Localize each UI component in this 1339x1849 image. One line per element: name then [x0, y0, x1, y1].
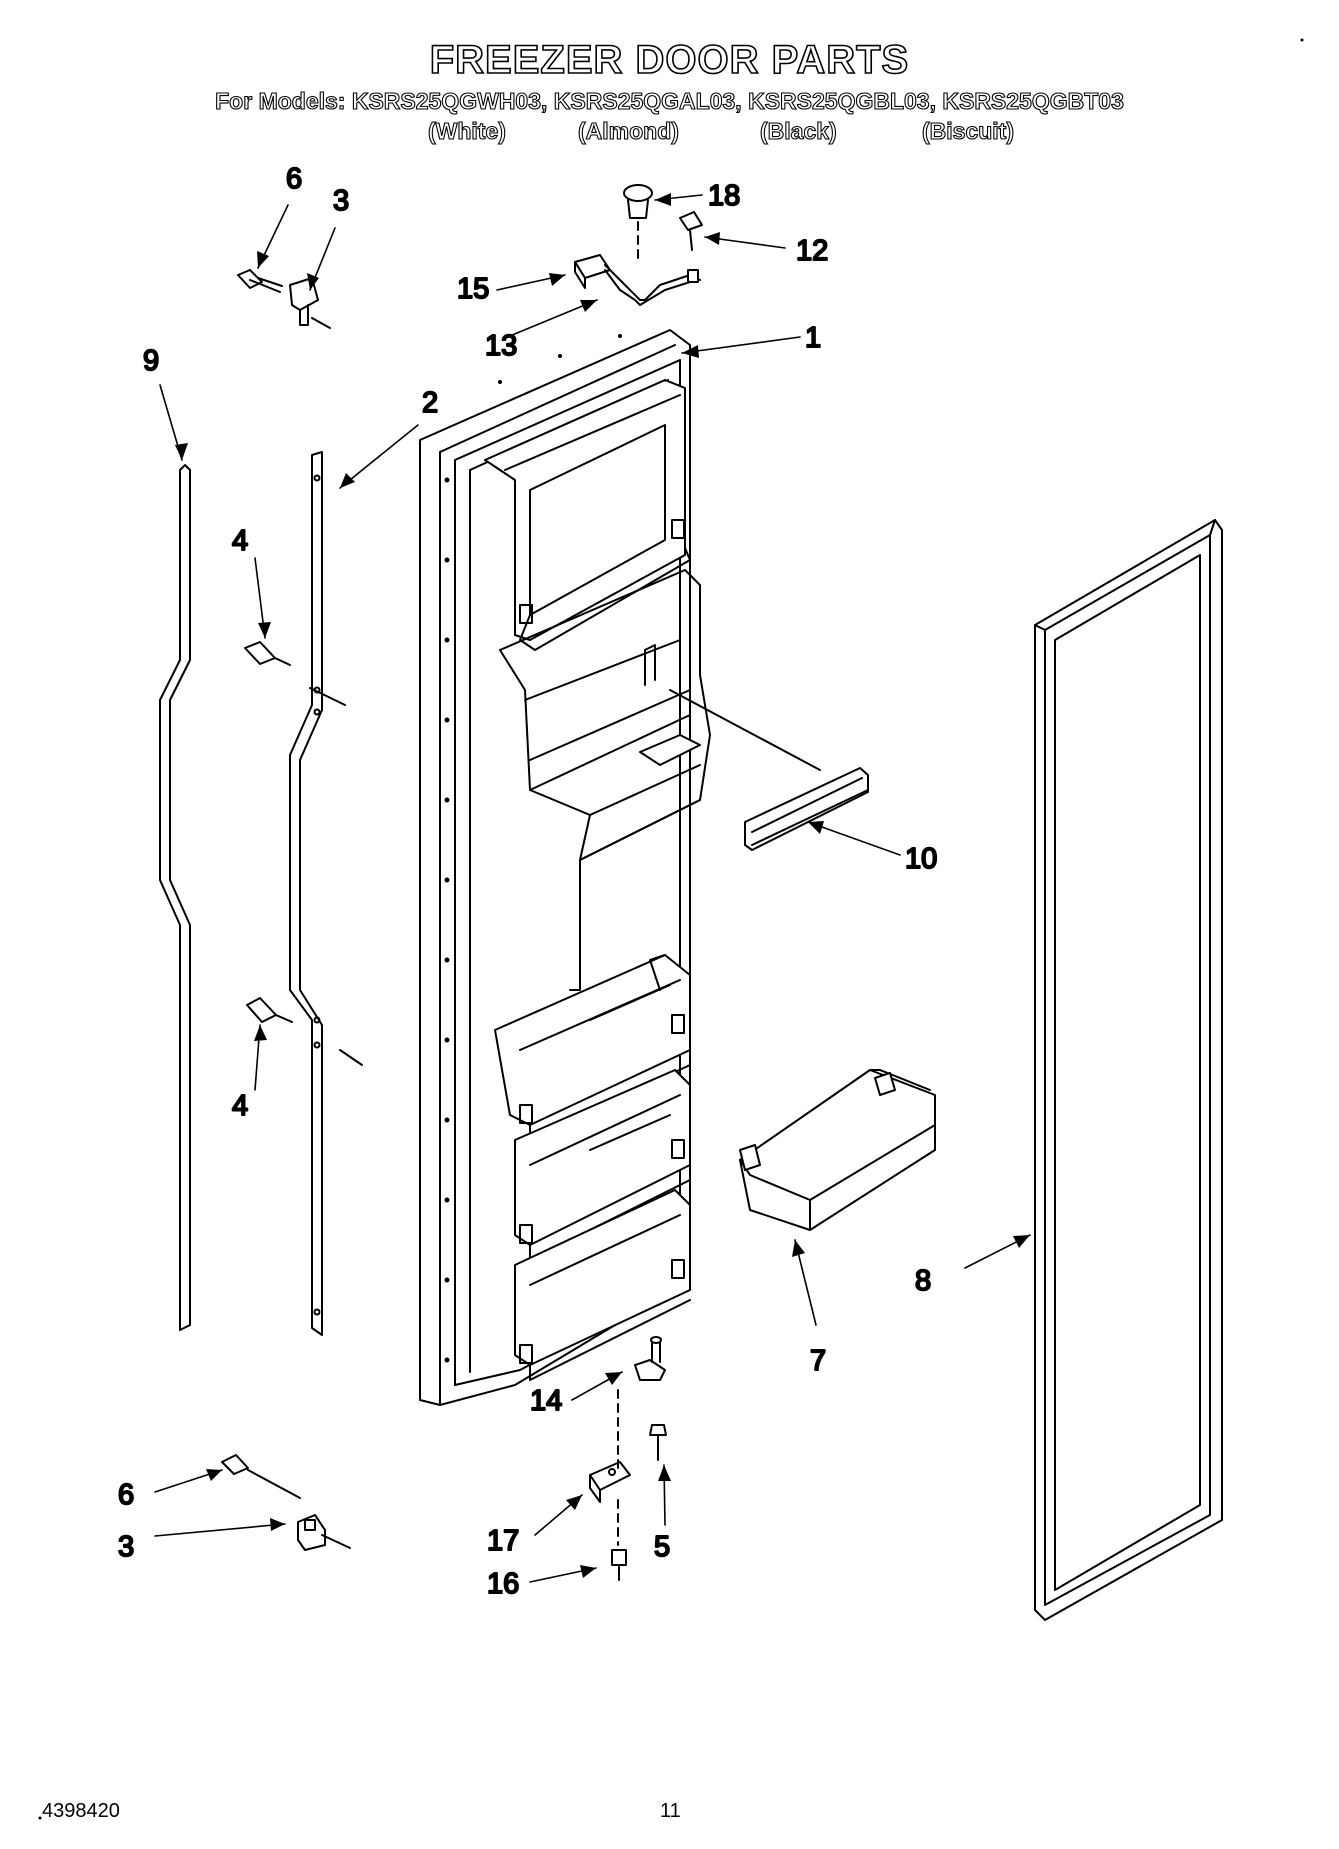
screw-12	[679, 211, 703, 251]
door-stop-part	[289, 451, 323, 1336]
screw-4-upper	[244, 641, 291, 666]
callout-17: 17	[487, 1525, 519, 1557]
corner-dot	[38, 1816, 42, 1820]
callout-5: 5	[654, 1531, 670, 1563]
screw-6-bottom	[221, 1454, 301, 1499]
plug-18	[623, 184, 653, 261]
dispenser-bracket-10	[669, 689, 869, 851]
callout-2: 2	[422, 387, 438, 419]
screw-5	[649, 1424, 667, 1461]
callout-14: 14	[530, 1385, 562, 1417]
corner-dot	[1300, 38, 1304, 42]
hinge-cover-3-bottom	[297, 1514, 351, 1551]
callout-1: 1	[805, 322, 821, 354]
callout-10: 10	[905, 843, 937, 875]
screw-16	[611, 1549, 627, 1581]
part-number: 4398420	[42, 1800, 120, 1822]
hinge-bushing-14	[634, 1336, 666, 1381]
door-bin-7	[739, 1069, 936, 1231]
callout-numbers: 1 2 3 3 4 4 5 6 6 7 8 9 10 12 13 14 15 1…	[117, 162, 938, 1601]
callout-9: 9	[143, 345, 159, 377]
door-gasket-part	[1034, 519, 1223, 1621]
callout-3-bottom: 3	[118, 1531, 134, 1563]
callout-6-bottom: 6	[118, 1479, 134, 1511]
callout-6-top: 6	[286, 163, 302, 195]
color-label-almond: (Almond)	[577, 117, 679, 144]
trim-strip-part	[159, 464, 191, 1331]
bottom-hinge-17	[589, 1389, 631, 1546]
callout-3-top: 3	[333, 185, 349, 217]
callout-8: 8	[915, 1265, 931, 1297]
callout-7: 7	[810, 1345, 826, 1377]
wire-harness-13-15	[574, 254, 701, 306]
callout-4-upper: 4	[232, 525, 248, 557]
screw-4-lower	[246, 997, 293, 1023]
color-label-white: (White)	[427, 117, 506, 144]
color-label-biscuit: (Biscuit)	[921, 117, 1014, 144]
color-label-black: (Black)	[759, 117, 837, 144]
callout-16: 16	[487, 1568, 519, 1600]
callout-15: 15	[457, 273, 489, 305]
models-line: For Models: KSRS25QGWH03, KSRS25QGAL03, …	[215, 87, 1125, 114]
flange-holes	[444, 334, 622, 1363]
page-title: FREEZER DOOR PARTS	[429, 37, 910, 83]
callout-13: 13	[485, 330, 517, 362]
callout-12: 12	[796, 235, 828, 267]
door-liner-part	[419, 329, 711, 1406]
callout-4-lower: 4	[232, 1090, 248, 1122]
arrow-heads	[175, 193, 1030, 1578]
screw-6-top	[237, 269, 283, 293]
callout-18: 18	[708, 180, 740, 212]
page-number: 11	[660, 1800, 681, 1822]
